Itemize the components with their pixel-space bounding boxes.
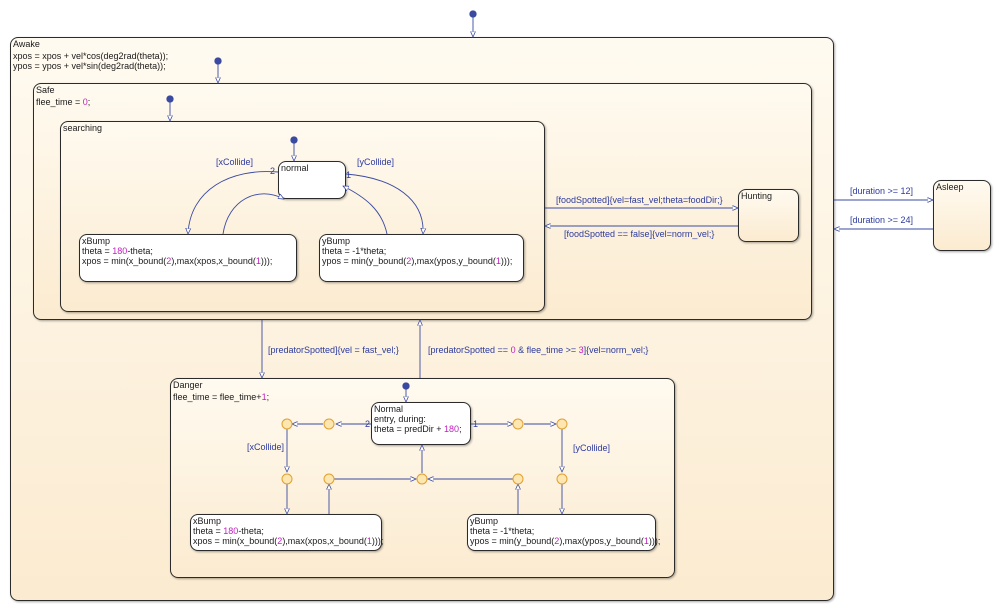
state-xbump-danger-code: theta = 180-theta; xpos = min(x_bound(2)… <box>193 526 384 546</box>
state-ybump-code: theta = -1*theta; ypos = min(y_bound(2),… <box>322 246 513 266</box>
state-asleep[interactable]: Asleep <box>933 180 991 251</box>
priority-1-normal: 1 <box>346 170 352 180</box>
state-normal-name: normal <box>281 163 309 173</box>
junction-right-2[interactable] <box>556 418 568 430</box>
transition-normal-to-ybump[interactable] <box>345 173 423 234</box>
label-food-spotted[interactable]: [foodSpotted]{vel=fast_vel;theta=foodDir… <box>556 195 723 205</box>
transition-xbump-to-normal[interactable] <box>222 193 284 235</box>
state-xbump-name: xBump <box>82 236 111 246</box>
label-ycollide[interactable]: [yCollide] <box>357 157 395 167</box>
state-normal-danger-name: Normal <box>374 404 404 414</box>
state-xbump-danger-name: xBump <box>193 516 222 526</box>
state-safe-code: flee_time = 0; <box>36 97 91 107</box>
default-dot-root <box>469 10 477 18</box>
state-asleep-name: Asleep <box>936 182 964 192</box>
awake-code-line-1: xpos = xpos + vel*cos(deg2rad(theta)); <box>13 51 169 61</box>
state-ybump[interactable]: yBump theta = -1*theta; ypos = min(y_bou… <box>319 234 524 282</box>
state-xbump-code: theta = 180-theta; xpos = min(x_bound(2)… <box>82 246 273 266</box>
label-xcollide-danger[interactable]: [xCollide] <box>247 442 285 452</box>
awake-code-line-2: ypos = ypos + vel*sin(deg2rad(theta)); <box>13 61 166 71</box>
junction-left-4[interactable] <box>323 473 335 485</box>
state-normal-danger[interactable]: Normal entry, during: theta = predDir + … <box>371 402 471 445</box>
label-duration-24[interactable]: [duration >= 24] <box>850 215 914 225</box>
junction-left-2[interactable] <box>281 418 293 430</box>
state-ybump-danger-code: theta = -1*theta; ypos = min(y_bound(2),… <box>470 526 661 546</box>
junction-mid[interactable] <box>416 473 428 485</box>
junction-right-3[interactable] <box>556 473 568 485</box>
junction-right-4[interactable] <box>512 473 524 485</box>
default-dot-searching <box>290 136 298 144</box>
default-dot-danger <box>402 382 410 390</box>
label-xcollide[interactable]: [xCollide] <box>216 157 254 167</box>
default-dot-awake <box>214 57 222 65</box>
state-ybump-danger[interactable]: yBump theta = -1*theta; ypos = min(y_bou… <box>467 514 660 551</box>
junction-left-3[interactable] <box>281 473 293 485</box>
state-hunting-name: Hunting <box>741 191 773 201</box>
transition-ybump-to-normal[interactable] <box>343 186 388 235</box>
state-safe-name: Safe <box>36 85 55 95</box>
state-searching-name: searching <box>63 123 103 133</box>
priority-2-normal: 2 <box>270 166 276 176</box>
state-ybump-name: yBump <box>322 236 351 246</box>
junction-right-1[interactable] <box>512 418 524 430</box>
junction-left-1[interactable] <box>323 418 335 430</box>
priority-2-danger: 2 <box>365 419 371 429</box>
state-danger-name: Danger <box>173 380 203 390</box>
state-awake-code: xpos = xpos + vel*cos(deg2rad(theta)); y… <box>13 51 168 71</box>
label-duration-12[interactable]: [duration >= 12] <box>850 186 914 196</box>
state-xbump[interactable]: xBump theta = 180-theta; xpos = min(x_bo… <box>79 234 297 282</box>
state-normal-danger-code: entry, during: theta = predDir + 180; <box>374 414 462 434</box>
state-danger-code: flee_time = flee_time+1; <box>173 392 270 402</box>
priority-1-danger: 1 <box>473 419 479 429</box>
state-hunting[interactable]: Hunting <box>738 189 799 242</box>
state-normal[interactable]: normal <box>278 161 346 199</box>
state-searching[interactable]: searching <box>60 121 545 312</box>
label-predator-spotted[interactable]: [predatorSpotted]{vel = fast_vel;} <box>268 345 399 355</box>
label-predator-gone[interactable]: [predatorSpotted == 0 & flee_time >= 3]{… <box>428 345 649 355</box>
state-xbump-danger[interactable]: xBump theta = 180-theta; xpos = min(x_bo… <box>190 514 384 551</box>
default-dot-safe <box>166 95 174 103</box>
state-awake-name: Awake <box>13 39 40 49</box>
state-ybump-danger-name: yBump <box>470 516 499 526</box>
transition-normal-to-xbump[interactable] <box>188 171 279 234</box>
label-food-lost[interactable]: [foodSpotted == false]{vel=norm_vel;} <box>564 229 715 239</box>
label-ycollide-danger[interactable]: [yCollide] <box>573 443 611 453</box>
